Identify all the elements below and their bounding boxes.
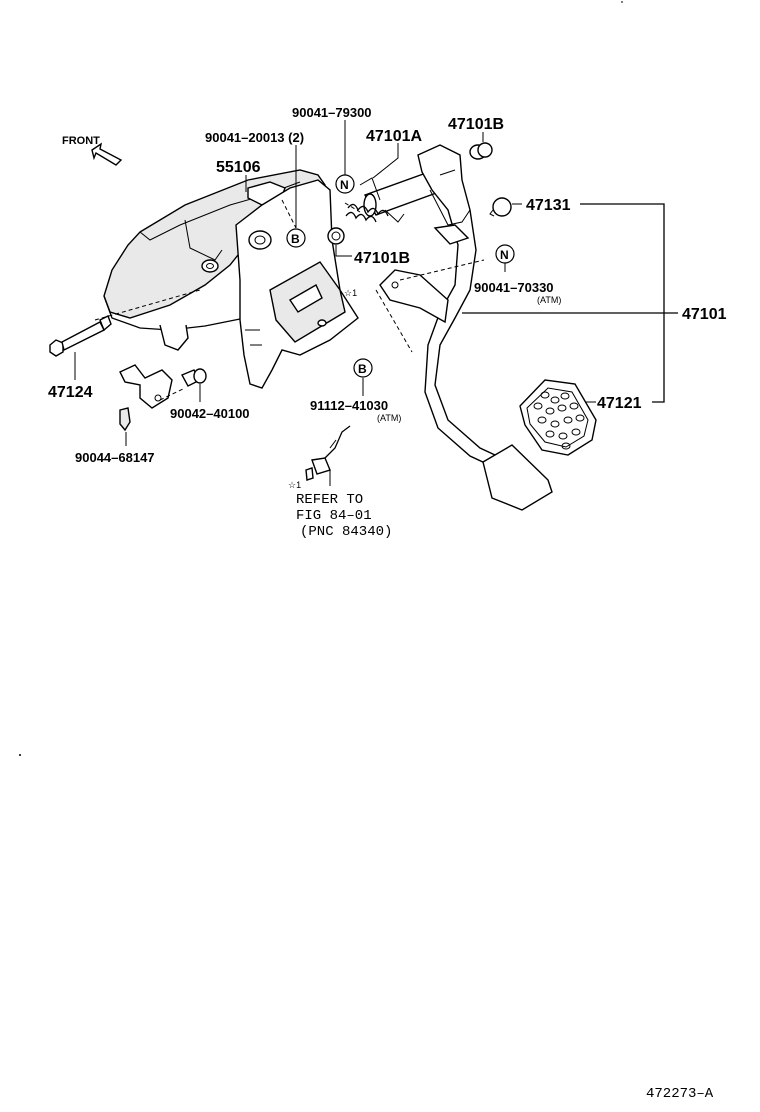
bracket-with-bolt — [119, 364, 207, 409]
refer-note-line1: REFER TO — [296, 492, 363, 508]
dashed-guide — [375, 289, 413, 353]
dashed-guide — [399, 259, 485, 281]
front-label: FRONT — [62, 135, 100, 147]
cushion-47131 — [489, 197, 512, 217]
stray-dot — [19, 754, 21, 756]
pedal-stopper-plate — [379, 269, 449, 324]
assembly-bracket-line — [580, 203, 665, 403]
dashed-guide — [344, 202, 361, 213]
star-ref-marker: ☆1 — [344, 288, 357, 298]
pedal-pad-47121 — [519, 379, 597, 456]
label-90041-79300: 90041–79300 — [292, 105, 372, 120]
bushing-47101B-top — [469, 142, 493, 160]
marker-b-top: B — [286, 228, 306, 248]
label-90044-68147: 90044–68147 — [75, 450, 155, 465]
label-47124: 47124 — [48, 384, 93, 401]
bracket-side-plate — [235, 179, 359, 389]
label-91112-41030: 91112–41030 — [310, 398, 388, 413]
leader-line — [372, 143, 399, 179]
dashed-guide — [281, 199, 297, 229]
marker-b-bottom: B — [353, 358, 373, 378]
label-90041-70330: 90041–70330 — [474, 280, 554, 295]
bolt-47124 — [49, 315, 112, 357]
dashed-guide — [94, 289, 201, 321]
refer-note-line2: FIG 84–01 — [296, 508, 372, 524]
pedal-arm-47101 — [417, 144, 512, 471]
star-ref-marker: ☆1 — [288, 480, 301, 490]
pedal-foot-base — [482, 444, 553, 511]
clip-90044-68147 — [119, 407, 131, 432]
figure-id: 472273–A — [646, 1086, 714, 1102]
label-47101A: 47101A — [366, 128, 422, 145]
label-47131: 47131 — [526, 197, 571, 214]
svg-text:N: N — [340, 178, 349, 192]
marker-n-right: N — [495, 244, 515, 264]
front-arrow-icon — [91, 142, 123, 166]
label-55106: 55106 — [216, 159, 261, 176]
leader-line — [335, 245, 352, 257]
dashed-guide — [159, 387, 186, 401]
label-90041-70330-note: (ATM) — [537, 295, 561, 305]
svg-text:B: B — [291, 232, 300, 246]
label-90041-20013: 90041–20013 (2) — [205, 130, 304, 145]
switch-connector — [305, 425, 351, 481]
marker-n-top: N — [335, 174, 355, 194]
svg-text:N: N — [500, 248, 509, 262]
label-90042-40100: 90042–40100 — [170, 406, 250, 421]
label-91112-41030-note: (ATM) — [377, 413, 401, 423]
svg-text:B: B — [358, 362, 367, 376]
label-47101: 47101 — [682, 306, 727, 323]
label-47121: 47121 — [597, 395, 642, 412]
return-spring — [345, 177, 405, 223]
bushing-47101B-mid — [327, 227, 345, 245]
refer-note-line3: (PNC 84340) — [300, 524, 392, 540]
label-47101B-mid: 47101B — [354, 250, 410, 267]
label-47101B-top: 47101B — [448, 116, 504, 133]
